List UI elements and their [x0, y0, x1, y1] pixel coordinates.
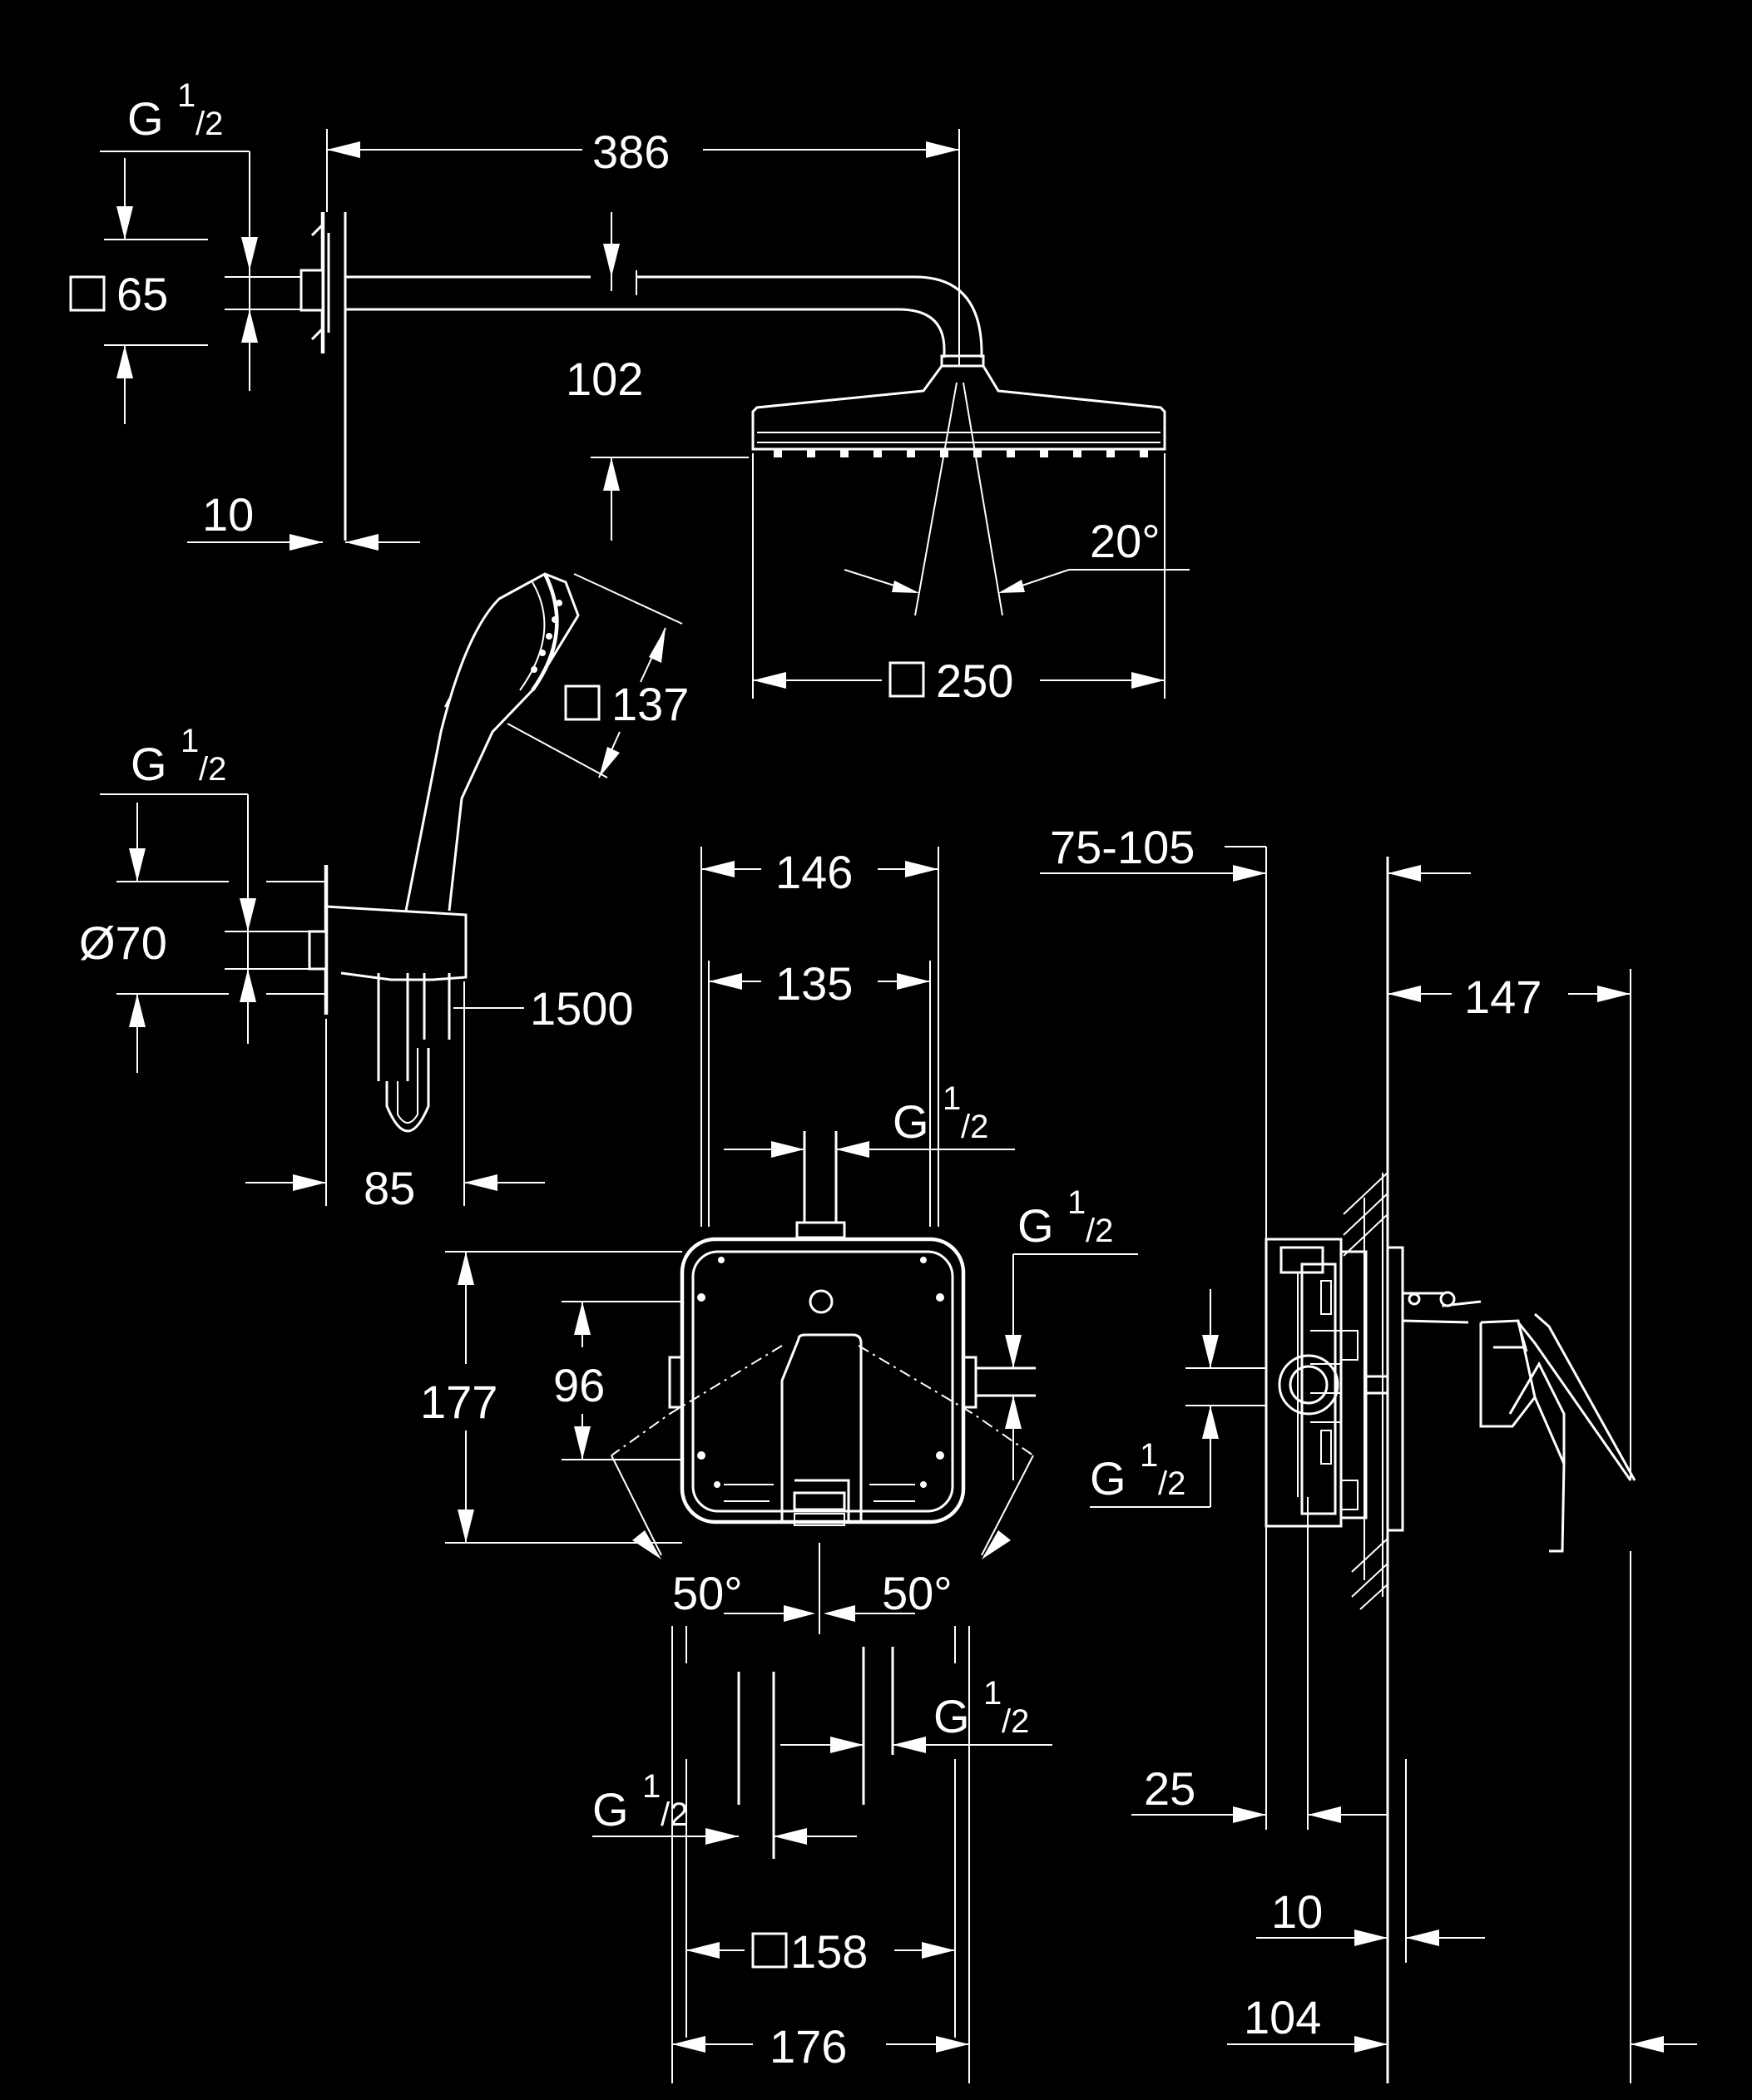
mixer-front-view: 146 135 G 1 /2 — [420, 846, 1138, 1634]
hand-shower-nozzles — [531, 600, 562, 673]
dim-85: 85 — [364, 1162, 415, 1214]
dim-177: 177 — [420, 1376, 497, 1428]
dim-147: 147 — [1464, 971, 1542, 1023]
dim-137: 137 — [611, 678, 689, 730]
hose-length-1500: 1500 — [530, 982, 634, 1035]
dim-diameter-70: Ø70 — [79, 917, 167, 969]
svg-text:/2: /2 — [1086, 1213, 1113, 1249]
dim-25: 25 — [1144, 1762, 1195, 1815]
dim-65: 65 — [116, 268, 168, 320]
dim-135: 135 — [775, 957, 853, 1010]
mixer-bottom-view: G 1 /2 G 1 /2 158 176 — [592, 1626, 1052, 2083]
svg-text:1: 1 — [943, 1080, 961, 1117]
g-thread-hand: G — [131, 738, 167, 790]
g-thread-right-outlet: G — [1017, 1199, 1054, 1252]
dim-250: 250 — [936, 655, 1013, 707]
svg-text:/2: /2 — [1158, 1465, 1185, 1502]
dim-10-side: 10 — [1271, 1885, 1323, 1938]
dim-96: 96 — [553, 1359, 605, 1411]
dim-75-105: 75-105 — [1050, 821, 1195, 873]
svg-text:1: 1 — [983, 1675, 1002, 1712]
svg-text:/2: /2 — [1002, 1703, 1029, 1740]
dim-10-top: 10 — [202, 488, 254, 541]
svg-text:1: 1 — [642, 1768, 661, 1805]
svg-text:1: 1 — [177, 77, 195, 114]
mixer-side-view: 75-105 147 G 1 /2 25 10 104 — [1040, 821, 1697, 2083]
g-thread-side: G — [1090, 1452, 1126, 1505]
dim-386: 386 — [592, 126, 670, 178]
svg-text:1: 1 — [181, 723, 199, 759]
g-thread-bottom-left: G — [592, 1783, 629, 1836]
angle-20: 20° — [1090, 515, 1161, 567]
dim-104: 104 — [1244, 1991, 1321, 2043]
svg-text:/2: /2 — [661, 1796, 688, 1833]
svg-text:/2: /2 — [195, 106, 223, 142]
dim-158: 158 — [790, 1925, 868, 1978]
hand-shower-view: 137 G 1 /2 Ø70 1500 85 — [79, 572, 689, 1214]
g-thread-top-outlet: G — [893, 1095, 929, 1148]
svg-text:/2: /2 — [961, 1109, 988, 1145]
svg-text:1: 1 — [1067, 1184, 1086, 1221]
head-shower-view: 250 386 G 1 /2 65 102 — [69, 77, 1190, 707]
svg-text:/2: /2 — [199, 751, 226, 788]
wall-hatch — [1343, 1172, 1388, 1610]
dim-146: 146 — [775, 846, 853, 898]
dim-176: 176 — [770, 2020, 847, 2073]
dim-102: 102 — [566, 353, 643, 405]
g-thread-bottom-right: G — [933, 1690, 970, 1742]
angle-50-right: 50° — [882, 1567, 953, 1619]
svg-text:1: 1 — [1140, 1437, 1158, 1474]
g-thread-top: G — [127, 92, 164, 145]
angle-50-left: 50° — [672, 1567, 743, 1619]
